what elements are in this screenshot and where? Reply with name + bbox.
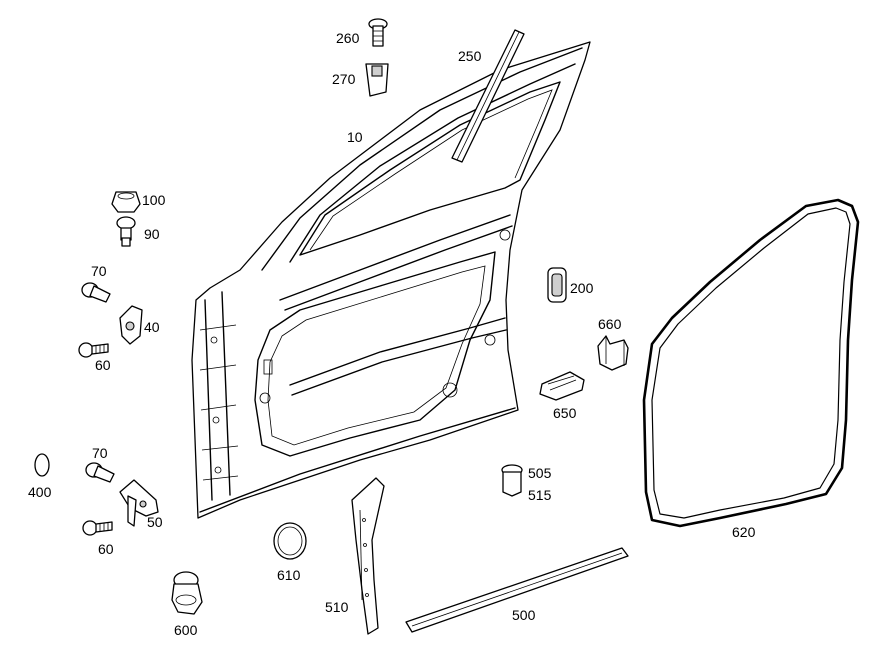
callout-60-lower: 60 <box>98 541 114 557</box>
guide-piece-icon <box>539 371 585 401</box>
callout-510: 510 <box>325 599 349 615</box>
ring-seal-icon <box>273 522 307 560</box>
bolt-icon <box>116 216 136 247</box>
callout-660: 660 <box>598 316 622 332</box>
callout-70-upper: 70 <box>91 263 107 279</box>
callout-90: 90 <box>144 226 160 242</box>
screw-icon <box>85 462 115 483</box>
callout-100: 100 <box>142 192 166 208</box>
screw-icon <box>78 342 109 358</box>
grommet-icon <box>171 571 203 615</box>
callout-650: 650 <box>553 405 577 421</box>
callout-70-lower: 70 <box>92 445 108 461</box>
callout-620: 620 <box>732 524 756 540</box>
callout-500: 500 <box>512 607 536 623</box>
screw-icon <box>81 282 111 303</box>
callout-260: 260 <box>336 30 360 46</box>
callout-60-upper: 60 <box>95 357 111 373</box>
callout-400: 400 <box>28 484 52 500</box>
hinge-icon <box>119 479 159 527</box>
callout-10: 10 <box>347 129 363 145</box>
door-seal-icon <box>642 198 860 528</box>
callout-610: 610 <box>277 567 301 583</box>
sill-strip-icon <box>405 547 629 633</box>
nut-icon <box>111 191 141 213</box>
clip-nut-icon <box>365 63 389 97</box>
callout-505: 505 <box>528 465 552 481</box>
callout-40: 40 <box>144 319 160 335</box>
pillar-trim-icon <box>351 477 385 635</box>
ring-icon <box>34 453 50 477</box>
cover-cap-icon <box>547 267 567 303</box>
bolt-icon <box>368 18 388 47</box>
callout-250: 250 <box>458 48 482 64</box>
callout-600: 600 <box>174 622 198 638</box>
door-shell-icon <box>191 41 591 519</box>
callout-50: 50 <box>147 514 163 530</box>
hinge-icon <box>119 305 143 345</box>
callout-200: 200 <box>570 280 594 296</box>
plug-icon <box>501 464 523 497</box>
screw-icon <box>82 520 113 536</box>
bracket-icon <box>597 335 629 371</box>
window-channel-strip-icon <box>451 29 525 163</box>
callout-515: 515 <box>528 487 552 503</box>
callout-270: 270 <box>332 71 356 87</box>
